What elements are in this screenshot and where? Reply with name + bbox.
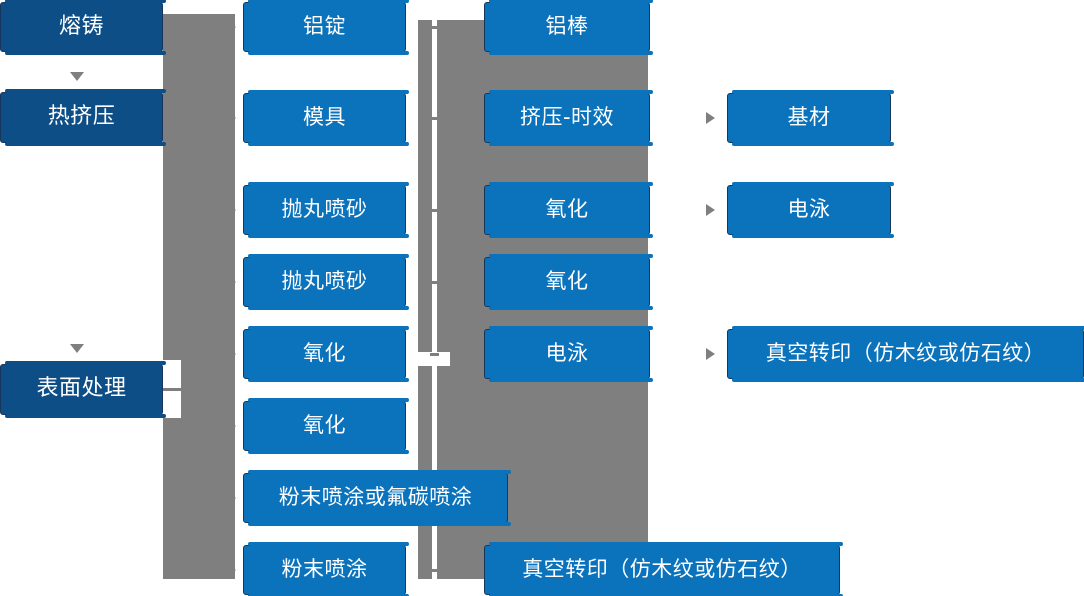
node-label: 表面处理 bbox=[36, 376, 127, 402]
node-label: 热挤压 bbox=[47, 104, 116, 130]
connector-bar-center-b-upper bbox=[437, 20, 450, 352]
node-label: 电泳 bbox=[545, 341, 589, 366]
connector-bar-left-upper bbox=[163, 14, 235, 367]
arrow-to-node-c2n2 bbox=[226, 111, 236, 125]
node-label: 粉末喷涂 bbox=[281, 557, 368, 582]
connector-tick-6 bbox=[430, 569, 439, 572]
arrow-to-node-c2n4 bbox=[226, 275, 236, 289]
node-mold[interactable]: 模具 bbox=[243, 90, 409, 146]
node-oxidation-col2-1[interactable]: 氧化 bbox=[243, 326, 409, 382]
node-aluminum-bar[interactable]: 铝棒 bbox=[484, 0, 653, 55]
node-electrophoresis-col4[interactable]: 电泳 bbox=[727, 182, 894, 238]
arrow-to-node-c2n5 bbox=[226, 347, 236, 361]
node-label: 粉末喷涂或氟碳喷涂 bbox=[278, 485, 473, 510]
node-label: 真空转印（仿木纹或仿石纹） bbox=[522, 557, 802, 582]
connector-tick-4 bbox=[430, 281, 439, 284]
node-shot-blasting-1[interactable]: 抛丸喷砂 bbox=[243, 182, 409, 238]
node-label: 氧化 bbox=[303, 413, 346, 438]
node-melting-casting[interactable]: 熔铸 bbox=[0, 0, 166, 55]
arrow-to-node-c2n3 bbox=[226, 203, 236, 217]
node-aluminum-ingot[interactable]: 铝锭 bbox=[243, 0, 409, 55]
connector-tick-3 bbox=[430, 209, 439, 212]
connector-bar-center-a-upper bbox=[418, 20, 432, 352]
node-label: 熔铸 bbox=[58, 13, 104, 39]
node-label: 氧化 bbox=[545, 269, 589, 294]
node-powder-or-fluorocarbon-coating[interactable]: 粉末喷涂或氟碳喷涂 bbox=[243, 470, 511, 526]
arrow-to-node-c2n8 bbox=[226, 563, 236, 577]
arrow-down-melting-to-extrusion bbox=[70, 72, 84, 81]
connector-tick-5 bbox=[430, 353, 439, 356]
node-electrophoresis-col3[interactable]: 电泳 bbox=[484, 326, 653, 382]
node-base-material[interactable]: 基材 bbox=[727, 90, 894, 146]
node-vacuum-transfer-col4[interactable]: 真空转印（仿木纹或仿石纹） bbox=[727, 326, 1084, 382]
node-label: 铝棒 bbox=[545, 14, 589, 39]
arrow-to-node-c4n3 bbox=[706, 348, 715, 360]
node-surface-treatment[interactable]: 表面处理 bbox=[0, 361, 166, 418]
node-vacuum-transfer-col3[interactable]: 真空转印（仿木纹或仿石纹） bbox=[484, 542, 843, 596]
node-extrusion-aging[interactable]: 挤压-时效 bbox=[484, 90, 653, 146]
node-label: 挤压-时效 bbox=[519, 105, 615, 130]
node-shot-blasting-2[interactable]: 抛丸喷砂 bbox=[243, 254, 409, 310]
arrow-to-node-c2n7 bbox=[226, 491, 236, 505]
arrow-to-node-c4n2 bbox=[706, 204, 715, 216]
arrow-to-node-c2n1 bbox=[226, 20, 236, 34]
arrow-to-node-c2n6 bbox=[226, 419, 236, 433]
connector-tick-2 bbox=[430, 117, 439, 120]
node-label: 铝锭 bbox=[303, 14, 346, 39]
node-label: 氧化 bbox=[545, 197, 589, 222]
node-oxidation-col3-2[interactable]: 氧化 bbox=[484, 254, 653, 310]
node-label: 抛丸喷砂 bbox=[281, 197, 368, 222]
connector-stub-surface-treatment bbox=[163, 388, 185, 391]
node-label: 真空转印（仿木纹或仿石纹） bbox=[765, 341, 1046, 366]
node-label: 抛丸喷砂 bbox=[281, 269, 368, 294]
connector-bar-left-lower bbox=[181, 360, 235, 579]
node-oxidation-col3-1[interactable]: 氧化 bbox=[484, 182, 653, 238]
arrow-to-node-c4n1 bbox=[706, 112, 715, 124]
node-label: 氧化 bbox=[303, 341, 346, 366]
node-label: 电泳 bbox=[787, 197, 831, 222]
node-label: 模具 bbox=[303, 105, 346, 130]
node-label: 基材 bbox=[787, 105, 831, 130]
connector-tick-1 bbox=[430, 26, 439, 29]
arrow-down-to-surface-treatment bbox=[70, 344, 84, 353]
node-oxidation-col2-2[interactable]: 氧化 bbox=[243, 398, 409, 454]
node-hot-extrusion[interactable]: 热挤压 bbox=[0, 89, 166, 146]
node-powder-coating[interactable]: 粉末喷涂 bbox=[243, 542, 409, 596]
